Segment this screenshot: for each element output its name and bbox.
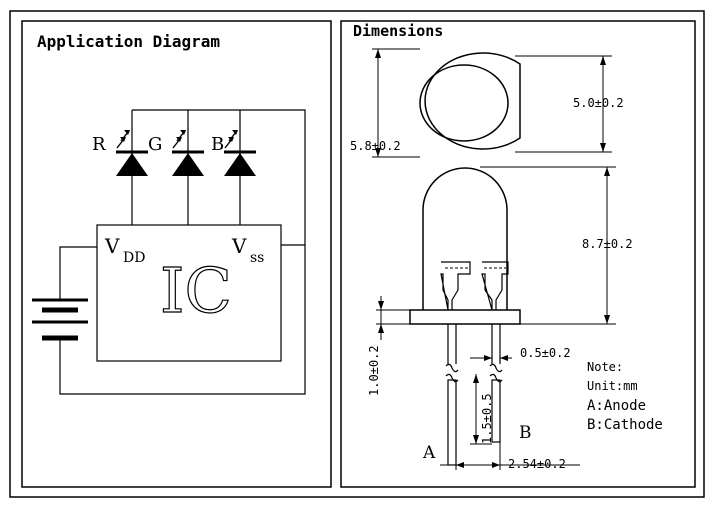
top-bus-wire — [132, 109, 306, 246]
dim-lead-length-label: 1.5±0.5 — [480, 393, 494, 444]
outer-frame — [9, 10, 705, 498]
vdd-label: V DD — [104, 234, 145, 266]
led-r-label: R — [92, 134, 106, 155]
vss-subscript-label: ss — [250, 250, 264, 266]
notes-block: Note: Unit:mm A:Anode B:Cathode — [587, 360, 663, 433]
dim-body-height: 8.7±0.2 — [480, 166, 633, 325]
dimensions-title: Dimensions — [353, 22, 443, 40]
note-cathode: B:Cathode — [587, 417, 663, 433]
led-side-view — [409, 167, 521, 466]
right-panel-frame — [340, 20, 696, 488]
vss-main-label: V — [231, 234, 247, 258]
application-diagram-title: Application Diagram — [37, 32, 220, 51]
led-g-label: G — [148, 134, 162, 155]
vss-label: V ss — [231, 234, 264, 266]
lead-b-label: B — [519, 423, 532, 443]
note-anode: A:Anode — [587, 398, 646, 414]
led-top-view — [419, 52, 521, 150]
dim-pitch-label: 2.54±0.2 — [508, 457, 566, 471]
dim-flange-label: 1.0±0.2 — [367, 345, 381, 396]
ic-label: IC — [160, 254, 232, 327]
dim-outer-diameter-label: 5.8±0.2 — [350, 139, 401, 153]
dim-flange: 1.0±0.2 — [367, 296, 410, 396]
led-b: B — [211, 110, 256, 225]
dim-inner-diameter-label: 5.0±0.2 — [573, 96, 624, 110]
battery-symbol — [32, 298, 88, 341]
dim-outer-diameter: 5.8±0.2 — [350, 48, 420, 158]
dim-pitch: 2.54±0.2 — [440, 442, 580, 471]
note-unit: Unit:mm — [587, 379, 638, 393]
battery-loop-wire — [59, 246, 97, 300]
left-panel-frame — [21, 20, 332, 488]
dim-lead-width-label: 0.5±0.2 — [520, 346, 571, 360]
dimensions-panel: Dimensions 5.8±0.2 5.0±0.2 — [340, 20, 696, 488]
note-heading: Note: — [587, 360, 623, 374]
ic-box — [96, 224, 282, 362]
lead-a-label: A — [422, 443, 436, 463]
led-g: G — [148, 110, 204, 225]
dim-lead-width: 0.5±0.2 — [470, 346, 571, 361]
application-diagram-panel: Application Diagram IC V DD V ss — [21, 20, 332, 488]
bottom-return-wire — [59, 245, 306, 395]
vdd-subscript-label: DD — [123, 250, 145, 266]
dim-lead-length: 1.5±0.5 — [470, 374, 494, 445]
led-b-label: B — [211, 134, 224, 155]
vdd-main-label: V — [104, 234, 120, 258]
dim-body-height-label: 8.7±0.2 — [582, 237, 633, 251]
led-r: R — [92, 110, 148, 225]
dim-inner-diameter: 5.0±0.2 — [515, 55, 624, 153]
